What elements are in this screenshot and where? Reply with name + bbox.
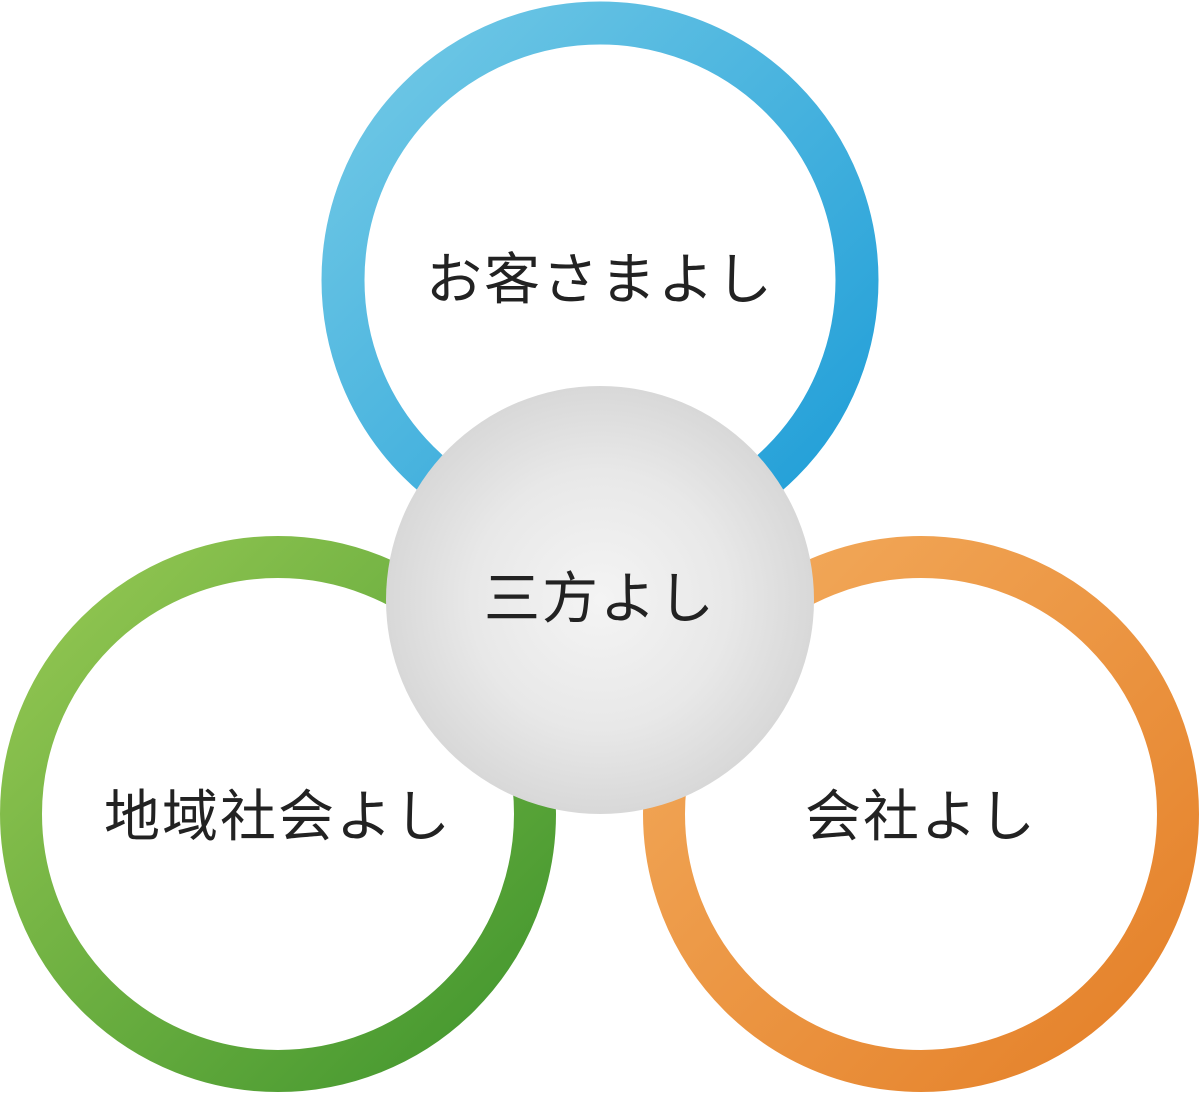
center-sphere — [386, 386, 814, 814]
company-label: 会社よし — [805, 785, 1037, 850]
community-label: 地域社会よし — [104, 785, 452, 850]
center-label: 三方よし — [484, 567, 716, 632]
customer-label: お客さまよし — [426, 248, 774, 313]
